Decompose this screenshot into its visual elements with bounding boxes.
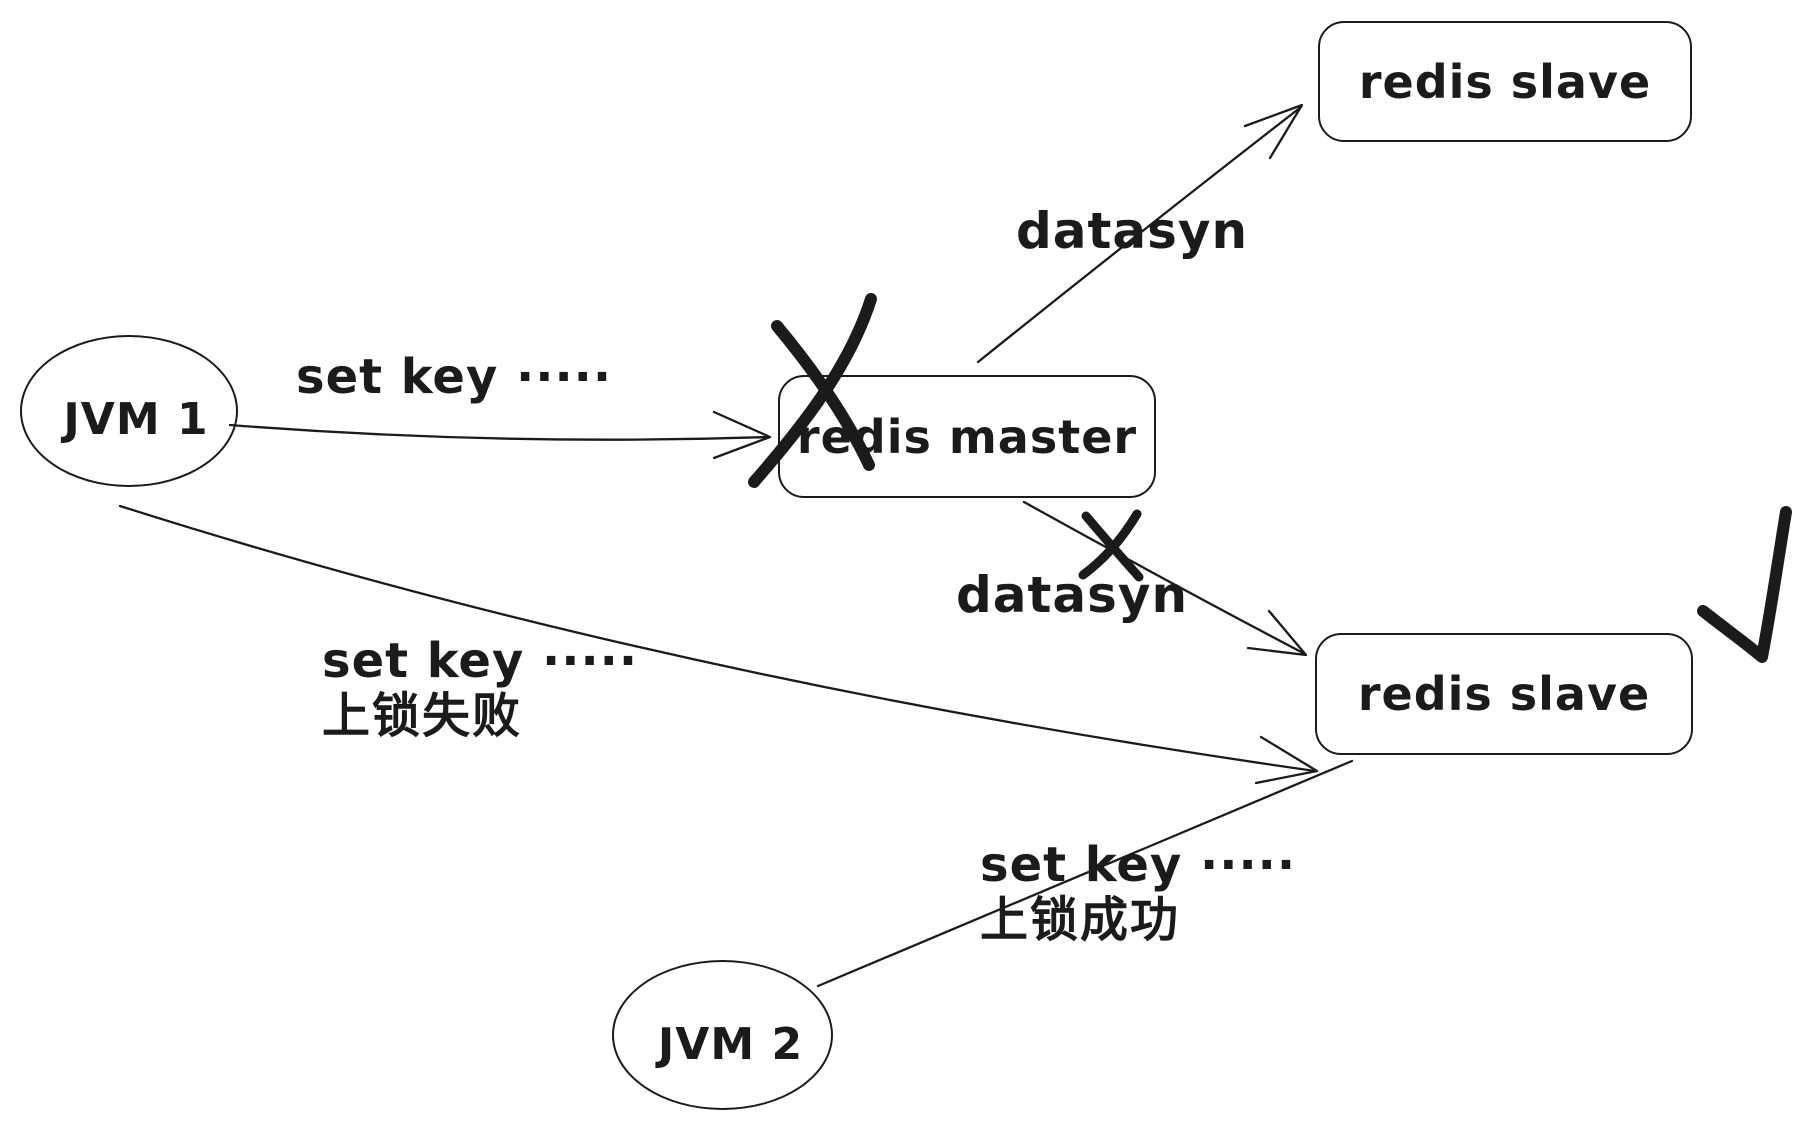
arrowhead-icon xyxy=(1243,103,1304,160)
node-redis-slave-bottom: redis slave xyxy=(1315,633,1693,755)
node-jvm2-label: JVM 2 xyxy=(657,1018,804,1070)
edge-label-datasyn-top: datasyn xyxy=(1016,202,1249,260)
node-jvm1-label: JVM 1 xyxy=(63,393,209,445)
edge-label-set-key-lock-failed: set key ····· 上锁失败 xyxy=(322,633,639,744)
node-redis-slave-top: redis slave xyxy=(1318,21,1692,142)
node-jvm2: JVM 2 xyxy=(612,960,833,1110)
node-redis-slave-top-label: redis slave xyxy=(1358,54,1652,109)
node-redis-master: redis master xyxy=(778,375,1156,498)
check-mark-icon xyxy=(1697,506,1792,663)
arrow-jvm1-to-master xyxy=(228,410,772,460)
edge-label-set-key-ok-line1: set key ····· xyxy=(980,837,1297,893)
node-jvm1: JVM 1 xyxy=(20,335,238,487)
arrowhead-icon xyxy=(1246,609,1308,657)
edge-label-lock-success-text: 上锁成功 xyxy=(980,891,1181,948)
edge-label-datasyn-bottom: datasyn xyxy=(956,566,1189,624)
edge-label-set-key-jvm1-master: set key ····· xyxy=(296,349,613,405)
edge-label-set-key-lock-success: set key ····· 上锁成功 xyxy=(980,837,1297,948)
arrowhead-icon xyxy=(712,410,772,460)
edge-label-lock-failed-text: 上锁失败 xyxy=(322,687,523,744)
arrow-jvm1-to-slave-bottom xyxy=(118,504,1319,785)
edge-label-set-key-fail-line1: set key ····· xyxy=(322,633,639,689)
node-redis-slave-bottom-label: redis slave xyxy=(1357,667,1651,721)
arrowhead-icon xyxy=(1254,735,1319,785)
node-redis-master-label: redis master xyxy=(796,409,1138,464)
